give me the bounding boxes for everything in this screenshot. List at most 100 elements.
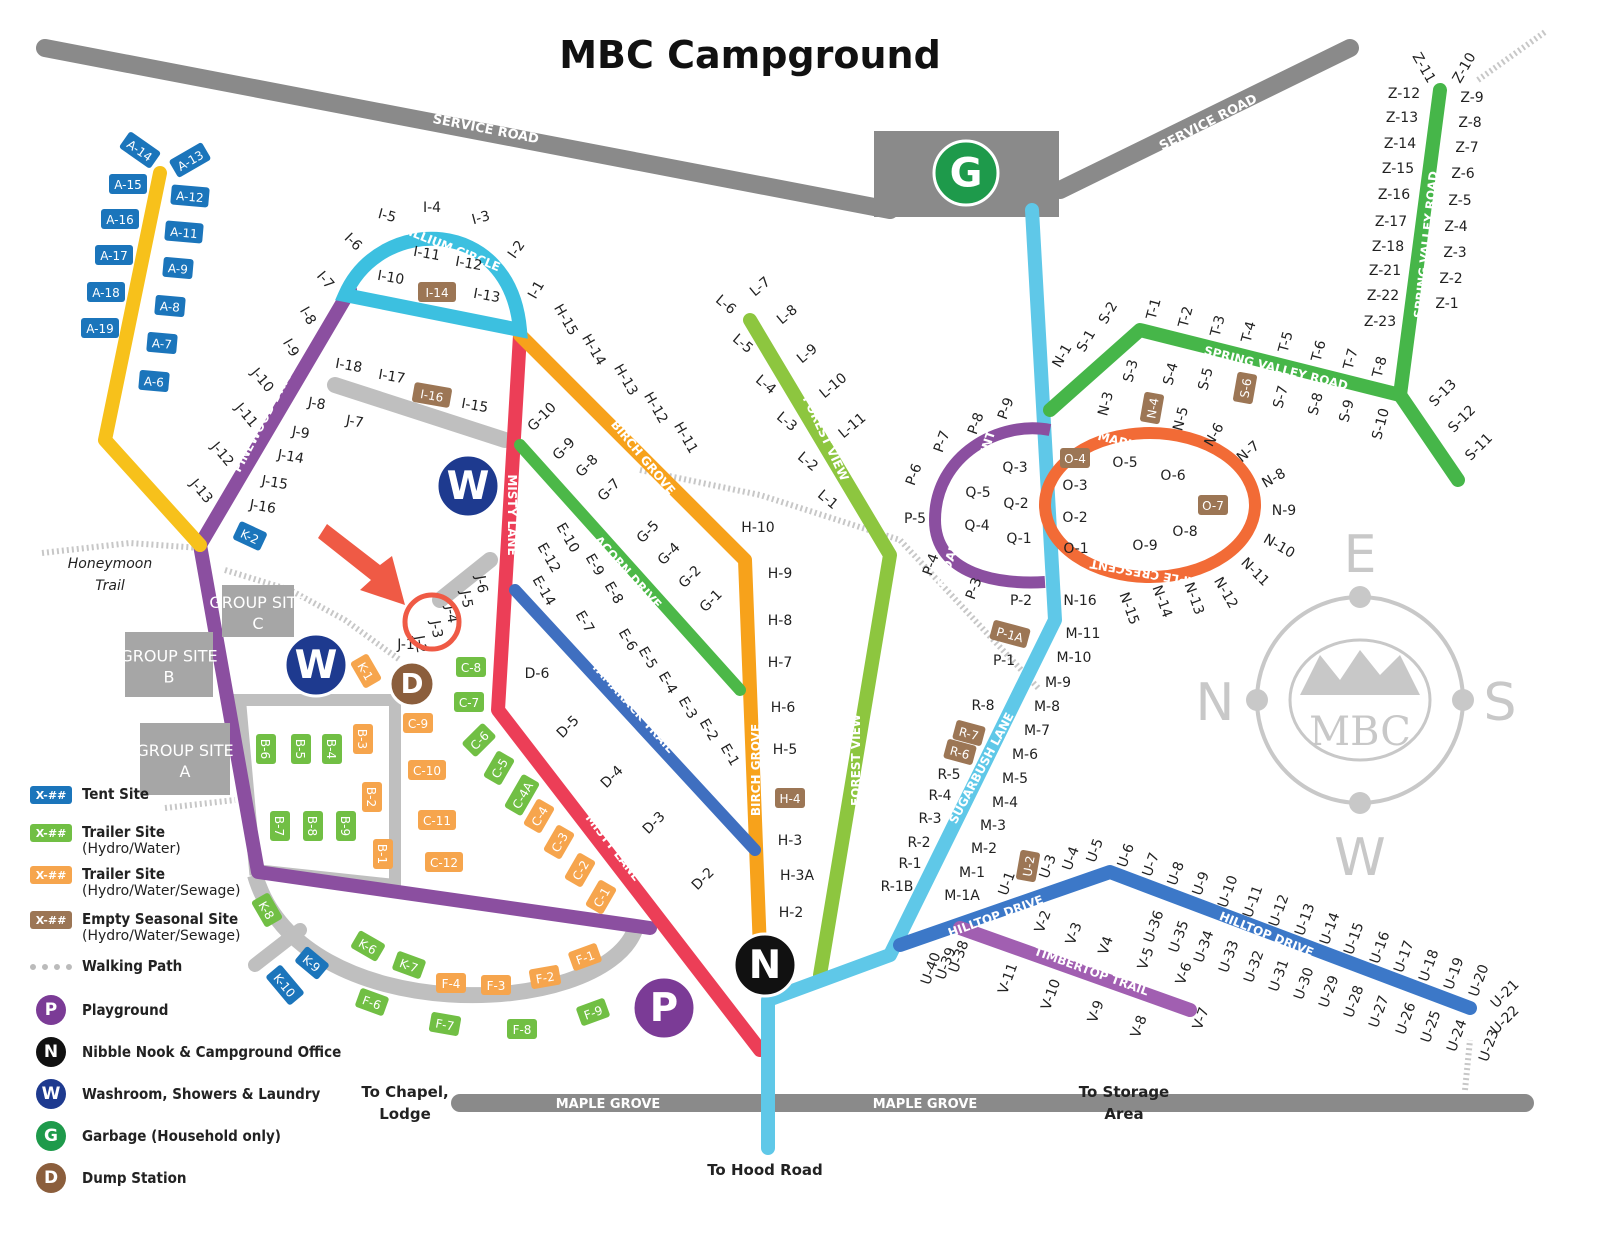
dump-station-marker[interactable]: D	[388, 660, 436, 708]
birch-grove[interactable]	[513, 328, 767, 957]
site-badge-a-17[interactable]: A-17	[95, 245, 133, 265]
site-badge-c-7[interactable]: C-7	[454, 692, 484, 712]
site-badge-f-4[interactable]: F-4	[436, 973, 466, 993]
site-badge-k-8[interactable]: K-8	[251, 892, 283, 928]
site-badge-b-9[interactable]: B-9	[336, 811, 356, 841]
site-badge-f-2[interactable]: F-2	[528, 965, 562, 990]
site-badge-f-3[interactable]: F-3	[481, 975, 511, 995]
site-badge-a-18[interactable]: A-18	[87, 282, 125, 302]
site-badge-b-6[interactable]: B-6	[256, 734, 276, 764]
site-badge-b-4[interactable]: B-4	[322, 734, 342, 764]
site-badge-h-4[interactable]: H-4	[775, 788, 805, 808]
j-spur-road[interactable]	[432, 552, 498, 608]
playground-marker[interactable]: P	[631, 975, 697, 1041]
site-badge-k-9[interactable]: K-9	[294, 946, 330, 981]
site-badge-a-12[interactable]: A-12	[170, 184, 210, 208]
site-badge-r-6[interactable]: R-6	[943, 738, 977, 765]
site-badge-bg	[481, 975, 511, 995]
site-badge-b-5[interactable]: B-5	[291, 734, 311, 764]
site-label-r-5: R-5	[937, 767, 960, 783]
site-badge-u-2[interactable]: U-2	[1016, 849, 1041, 883]
site-badge-f-8[interactable]: F-8	[507, 1019, 537, 1039]
site-badge-b-1[interactable]: B-1	[373, 839, 393, 869]
site-badge-c-8[interactable]: C-8	[456, 657, 486, 677]
tamarack-trail[interactable]	[509, 584, 761, 856]
site-badge-b-2[interactable]: B-2	[362, 782, 382, 812]
misty-lane[interactable]	[491, 328, 767, 1057]
washroom-marker-1[interactable]: W	[435, 453, 501, 519]
site-badge-i-14[interactable]: I-14	[418, 282, 456, 302]
site-badge-p-1a[interactable]: P-1A	[989, 619, 1031, 648]
site-badge-o-4[interactable]: O-4	[1060, 448, 1090, 468]
site-badge-c-1[interactable]: C-1	[585, 879, 617, 915]
trillium-circle[interactable]	[335, 231, 528, 339]
site-badge-i-16[interactable]: I-16	[412, 382, 453, 408]
site-badge-c-4[interactable]: C-4	[523, 798, 555, 834]
site-badge-a-16[interactable]: A-16	[101, 209, 139, 229]
site-badge-f-6[interactable]: F-6	[354, 987, 389, 1016]
cedarwood-crescent[interactable]	[928, 422, 1052, 589]
legend-item-hydro: X-##Trailer Site(Hydro/Water)	[30, 823, 181, 858]
site-label-t-8: T-8	[1369, 355, 1390, 381]
site-label-p-5: P-5	[904, 511, 926, 527]
site-badge-label: U-2	[1020, 855, 1037, 878]
site-badge-c-9[interactable]: C-9	[403, 713, 433, 733]
site-badge-a-7[interactable]: A-7	[146, 331, 178, 355]
garbage-marker[interactable]: G	[932, 139, 1000, 207]
a-road[interactable]	[98, 166, 207, 552]
site-badge-r-7[interactable]: R-7	[952, 719, 986, 746]
site-badge-c-2[interactable]: C-2	[564, 852, 596, 888]
spring-valley-road[interactable]	[1043, 83, 1447, 417]
site-badge-a-15[interactable]: A-15	[109, 174, 147, 194]
site-label-g-2: G-2	[676, 563, 705, 592]
site-label-m-10: M-10	[1057, 650, 1092, 666]
site-badge-c-11[interactable]: C-11	[418, 810, 456, 830]
service-road-west[interactable]	[36, 39, 899, 219]
site-badge-c-5[interactable]: C-5	[483, 750, 515, 786]
site-badge-s-6[interactable]: S-6	[1233, 371, 1258, 405]
k-spur-road[interactable]	[248, 923, 307, 972]
site-badge-k-7[interactable]: K-7	[391, 950, 426, 979]
site-badge-k-1[interactable]: K-1	[350, 653, 382, 689]
washroom-marker-2[interactable]: W	[283, 632, 349, 698]
site-badge-c-10[interactable]: C-10	[408, 760, 446, 780]
hilltop-drive[interactable]	[893, 865, 1477, 1015]
site-badge-bg	[355, 988, 389, 1016]
site-badge-c-3[interactable]: C-3	[543, 824, 575, 860]
site-badge-k-6[interactable]: K-6	[350, 930, 386, 962]
site-badge-a-13[interactable]: A-13	[169, 142, 212, 178]
site-badge-c-12[interactable]: C-12	[425, 852, 463, 872]
site-badge-n-4[interactable]: N-4	[1140, 391, 1165, 425]
site-badge-f-7[interactable]: F-7	[428, 1012, 462, 1037]
spring-valley-road-east[interactable]	[1393, 388, 1465, 487]
site-badge-k-10[interactable]: K-10	[265, 964, 305, 1006]
site-label-o-9: O-9	[1132, 538, 1157, 554]
site-badge-a-14[interactable]: A-14	[119, 131, 162, 169]
site-badge-b-8[interactable]: B-8	[303, 811, 323, 841]
site-badge-c-6[interactable]: C-6	[461, 722, 496, 757]
forest-view[interactable]	[743, 313, 897, 982]
site-badge-a-8[interactable]: A-8	[154, 294, 186, 318]
site-badge-f-9[interactable]: F-9	[575, 997, 610, 1026]
pinewood-drive-north[interactable]	[193, 283, 357, 552]
site-label-z-18: Z-18	[1372, 239, 1404, 255]
i-loop-road[interactable]	[327, 377, 513, 448]
office-marker[interactable]: N	[732, 932, 798, 998]
site-badge-a-11[interactable]: A-11	[164, 220, 204, 244]
site-badge-f-1[interactable]: F-1	[567, 942, 602, 971]
site-label-u-1: U-1	[996, 870, 1019, 898]
site-badge-a-9[interactable]: A-9	[162, 256, 194, 280]
site-badge-a-6[interactable]: A-6	[138, 369, 170, 393]
timbertop-trail[interactable]	[953, 921, 1197, 1017]
site-badge-c-4a[interactable]: C-4A	[504, 774, 540, 817]
site-badge-k-2[interactable]: K-2	[232, 521, 268, 552]
site-label-q-2: Q-2	[1003, 496, 1028, 512]
pinewood-drive-south[interactable]	[193, 538, 657, 935]
service-road-east[interactable]	[1051, 39, 1359, 199]
site-badge-a-19[interactable]: A-19	[81, 318, 119, 338]
maple-crescent[interactable]	[1039, 427, 1261, 583]
site-badge-b-7[interactable]: B-7	[270, 811, 290, 841]
site-badge-o-7[interactable]: O-7	[1198, 495, 1228, 515]
site-badge-b-3[interactable]: B-3	[353, 724, 373, 754]
acorn-drive[interactable]	[514, 439, 746, 696]
